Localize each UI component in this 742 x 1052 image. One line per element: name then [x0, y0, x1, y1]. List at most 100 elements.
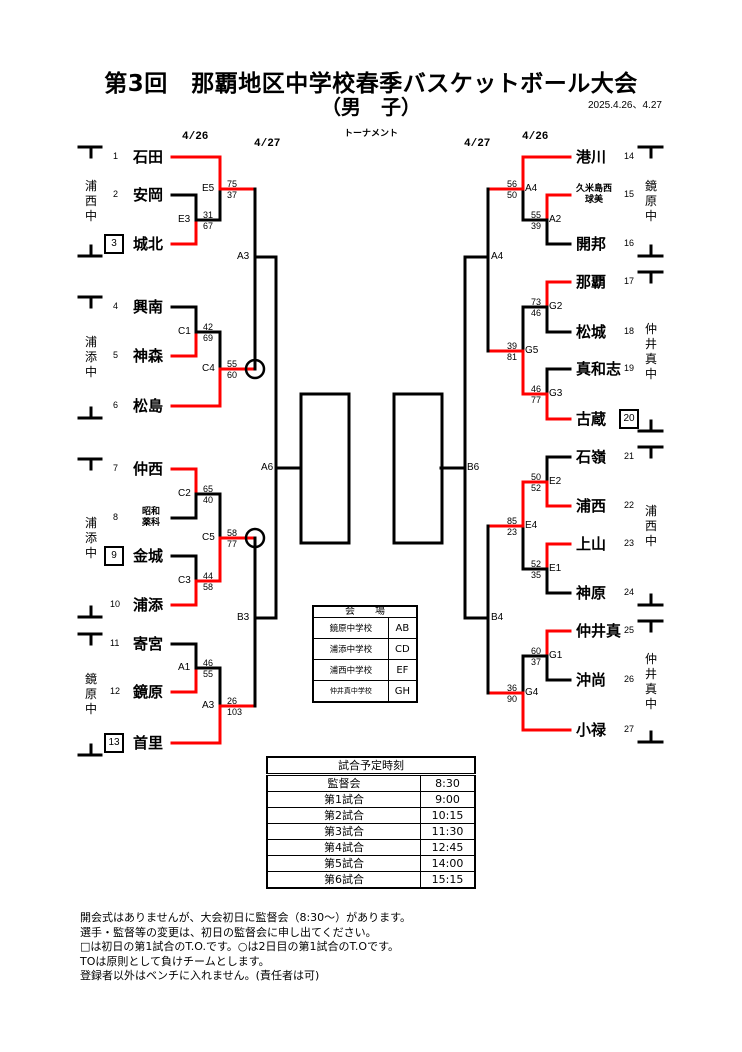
seed-number: 2 [113, 189, 119, 199]
team-name: 久米島西 球美 [575, 184, 612, 205]
score-a: 46 [203, 658, 214, 668]
match-id: C2 [178, 488, 191, 499]
day2-match-id: A6 [261, 462, 274, 473]
score-b: 67 [203, 221, 214, 231]
seed-number: 5 [113, 350, 119, 360]
team-name: 金城 [133, 547, 164, 565]
seed-number: 25 [624, 625, 635, 635]
day-label-left-day1: 4/26 [182, 131, 209, 143]
score-b: 37 [531, 657, 542, 667]
seed-number: 4 [113, 301, 119, 311]
note-line: TOは原則として負けチームとします。 [80, 954, 270, 968]
team-name: 首里 [133, 734, 164, 752]
schedule-time: 8:30 [420, 774, 476, 792]
score-b: 39 [531, 221, 542, 231]
score-a: 55 [531, 210, 542, 220]
match-id: E4 [525, 520, 538, 531]
team-name: 石田 [133, 148, 164, 166]
score-b: 52 [531, 483, 542, 493]
team-name: 仲井真 [576, 622, 622, 640]
notes: 開会式はありませんが、大会初日に監督会（8:30～）があります。 選手・監督等の… [80, 911, 411, 984]
schedule-time: 9:00 [420, 791, 476, 808]
schedule-time: 11:30 [420, 823, 476, 840]
day-label-left-day2: 4/27 [254, 138, 281, 150]
note-line: 開会式はありませんが、大会初日に監督会（8:30～）があります。 [80, 911, 412, 924]
seed-number: 19 [624, 363, 635, 373]
seed-number: 6 [113, 400, 119, 410]
match-id: G2 [549, 301, 563, 312]
seed-number: 22 [624, 500, 635, 510]
score-a: 31 [203, 210, 214, 220]
note-line: 登録者以外はベンチに入れません。(責任者は可) [80, 969, 320, 982]
team-name: 安岡 [133, 186, 164, 204]
score-a: 85 [507, 516, 518, 526]
score-a: 52 [531, 559, 542, 569]
note-line: 選手・監督等の変更は、初日の監督会に申し出てください。 [80, 925, 377, 939]
seed-number: 15 [624, 189, 635, 199]
score-b: 69 [203, 333, 214, 343]
schedule-label: 第2試合 [266, 807, 421, 824]
score-b: 103 [227, 707, 243, 717]
venue-group-label: 浦 西 中 [84, 179, 97, 223]
score-a: 39 [507, 341, 518, 351]
venue-school: 浦添中学校 [312, 638, 389, 660]
score-a: 46 [531, 384, 542, 394]
venue-table-header: 会 場 [312, 605, 418, 618]
match-id: A3 [202, 700, 215, 711]
day-label-right-day2: 4/27 [464, 138, 491, 150]
match-id: C1 [178, 326, 191, 337]
to-box-seed: 13 [104, 733, 124, 753]
score-b: 55 [203, 669, 214, 679]
day2-match-id: B6 [467, 462, 480, 473]
score-b: 50 [507, 190, 518, 200]
venue-courts: GH [387, 680, 418, 703]
venue-courts: CD [387, 638, 418, 660]
schedule-label: 第6試合 [266, 871, 421, 889]
score-a: 73 [531, 297, 542, 307]
schedule-table-header: 試合予定時刻 [266, 756, 476, 776]
venue-school: 鏡原中学校 [312, 617, 389, 639]
team-name: 松島 [133, 397, 164, 415]
score-b: 40 [203, 495, 214, 505]
team-name: 神原 [576, 584, 607, 602]
score-a: 26 [227, 696, 238, 706]
match-id: E5 [202, 183, 215, 194]
score-b: 90 [507, 694, 518, 704]
team-name: 城北 [133, 235, 164, 253]
team-name: 港川 [576, 148, 607, 166]
team-name: 興南 [133, 298, 164, 316]
seed-number: 26 [624, 674, 635, 684]
schedule-time: 15:15 [420, 871, 476, 889]
team-name: 開邦 [576, 235, 607, 253]
to-box-seed: 20 [619, 409, 639, 429]
match-id: C3 [178, 575, 191, 586]
team-name: 神森 [133, 347, 164, 365]
venue-courts: EF [387, 659, 418, 681]
day2-match-id: B4 [491, 612, 504, 623]
seed-number: 21 [624, 451, 635, 461]
team-name: 松城 [576, 323, 607, 341]
score-a: 58 [227, 528, 238, 538]
score-a: 75 [227, 179, 238, 189]
schedule-time: 12:45 [420, 839, 476, 856]
venue-group-label: 浦 添 中 [84, 335, 97, 379]
team-name: 寄宮 [133, 635, 164, 653]
score-b: 81 [507, 352, 518, 362]
match-id: A1 [178, 662, 191, 673]
schedule-time: 14:00 [420, 855, 476, 872]
team-name: 古蔵 [576, 410, 607, 428]
match-id: E2 [549, 476, 562, 487]
note-line: □は初日の第1試合のT.O.です。○は2日目の第1試合のT.Oです。 [80, 940, 399, 953]
team-name: 石嶺 [576, 448, 607, 466]
schedule-label: 第1試合 [266, 791, 421, 808]
score-a: 50 [531, 472, 542, 482]
schedule-label: 第5試合 [266, 855, 421, 872]
day2-match-id: A3 [237, 251, 250, 262]
